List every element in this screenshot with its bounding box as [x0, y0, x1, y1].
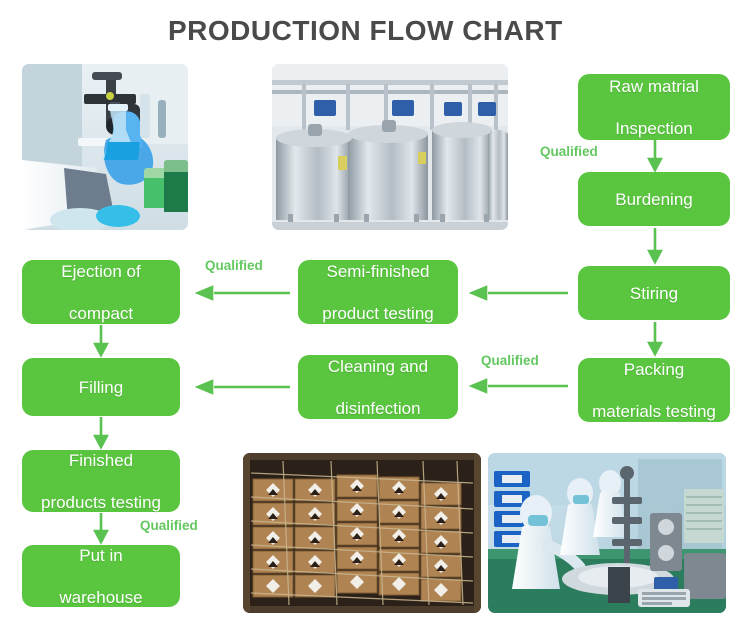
arrow-ejection-to-filling — [93, 325, 109, 358]
box-label: Raw matrial Inspection — [609, 76, 699, 138]
process-box-cleaning-and-disinfection[interactable]: Cleaning and disinfection — [298, 355, 458, 419]
cleanroom-line-photo-art — [488, 453, 726, 613]
qualified-label-semi-to-ejection: Qualified — [205, 258, 263, 273]
box-label: Semi-finished product testing — [322, 261, 434, 323]
box-label: Put in warehouse — [59, 545, 143, 607]
box-label: Cleaning and disinfection — [327, 356, 429, 418]
qualified-label-raw-to-burdening: Qualified — [540, 144, 598, 159]
process-box-semi-finished-product-testing[interactable]: Semi-finished product testing — [298, 260, 458, 324]
page-title: PRODUCTION FLOW CHART — [168, 15, 563, 46]
arrow-stiring-to-packing — [647, 322, 663, 357]
photo-stainless-tanks — [272, 64, 508, 230]
box-label: Burdening — [615, 189, 693, 209]
photo-packed-cartons — [243, 453, 481, 613]
process-box-put-in-warehouse[interactable]: Put in warehouse — [22, 545, 180, 607]
process-box-stiring[interactable]: Stiring — [578, 266, 730, 320]
arrow-filling-to-finished — [93, 417, 109, 450]
box-label: Filling — [78, 377, 124, 397]
arrow-raw-to-burdening — [647, 140, 663, 173]
arrow-finished-to-warehouse — [93, 513, 109, 545]
photo-cleanroom-line — [488, 453, 726, 613]
box-label: Packing materials testing — [592, 359, 716, 421]
arrow-cleaning-to-filling — [194, 379, 290, 395]
process-box-packing-materials-testing[interactable]: Packing materials testing — [578, 358, 730, 422]
stainless-tanks-photo-art — [272, 64, 508, 230]
process-box-ejection-of-compact[interactable]: Ejection of compact — [22, 260, 180, 324]
box-label: Ejection of compact — [61, 261, 141, 323]
arrow-packing-to-cleaning — [468, 378, 568, 394]
photo-laboratory-testing — [22, 64, 188, 230]
laboratory-photo-art — [22, 64, 188, 230]
process-box-finished-products-testing[interactable]: Finished products testing — [22, 450, 180, 512]
box-label: Stiring — [629, 283, 679, 303]
packed-cartons-photo-art — [243, 453, 481, 613]
process-box-burdening[interactable]: Burdening — [578, 172, 730, 226]
arrow-burdening-to-stiring — [647, 228, 663, 265]
process-box-filling[interactable]: Filling — [22, 358, 180, 416]
process-box-raw-material-inspection[interactable]: Raw matrial Inspection — [578, 74, 730, 140]
qualified-label-finished-to-warehouse: Qualified — [140, 518, 198, 533]
arrow-stiring-to-semifinished — [468, 285, 568, 301]
arrow-semifinished-to-ejection — [194, 285, 290, 301]
box-label: Finished products testing — [40, 450, 161, 512]
qualified-label-packing-to-cleaning: Qualified — [481, 353, 539, 368]
